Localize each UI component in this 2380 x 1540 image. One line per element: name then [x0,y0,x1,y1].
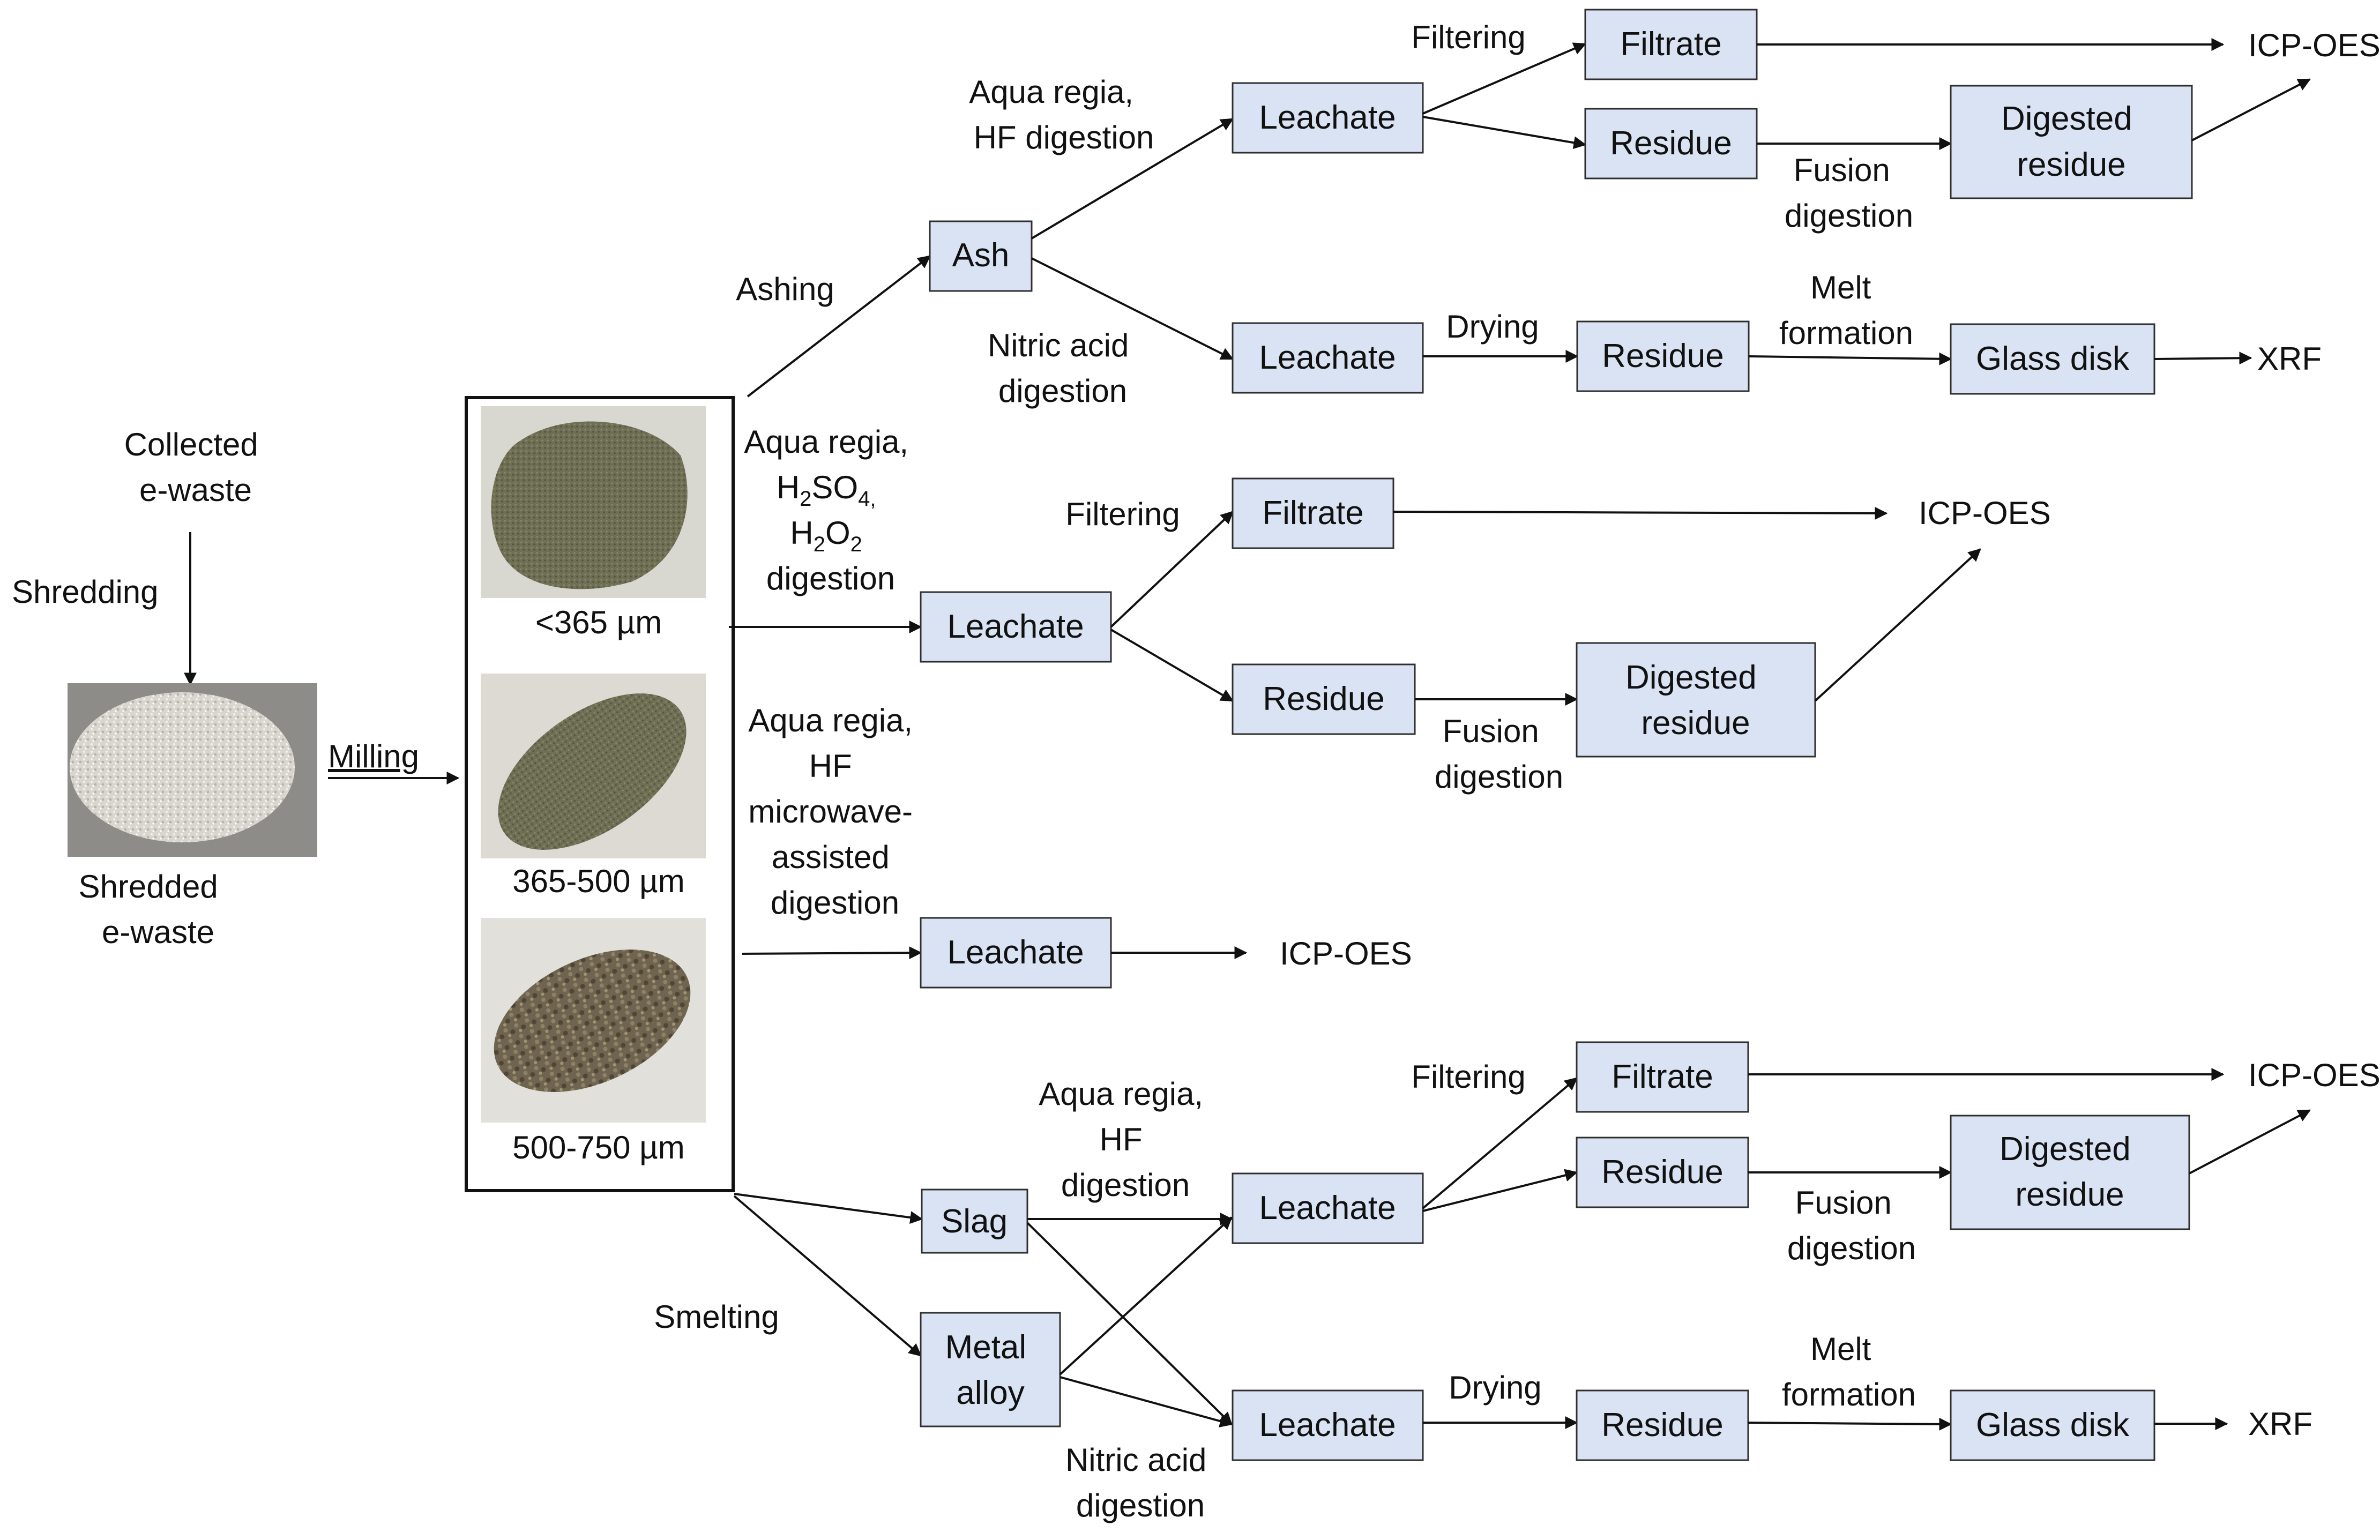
b1-aqua-hf-label: Aqua regia, HF digestion [969,74,1154,155]
b4-digested-box [1950,1115,2190,1230]
b2-leachate-label: Leachate [947,608,1084,645]
fraction-label-medium: 365-500 µm [512,863,684,899]
b1-residue-b-label: Residue [1602,338,1724,375]
collected-label: Collected e-waste [124,427,267,508]
b1-digested-to-icp [2191,78,2311,141]
b1-fusion-label: Fusion digestion [1785,152,1913,234]
ashing-label: Ashing [736,271,834,307]
b4-metal-to-leachate-a [1059,1216,1233,1375]
shredded-label: Shredded e-waste [79,869,227,950]
shredding-label: Shredding [12,574,159,610]
b4-drying-label: Drying [1449,1370,1541,1406]
b1-leachate-a-label: Leachate [1259,99,1396,136]
ashing-arrow [747,255,931,398]
b1-xrf-label: XRF [2257,341,2322,377]
b1-digested-label: Digested residue [2001,100,2142,183]
b1-ash-to-leachate-b [1031,257,1234,360]
b4-leachate-to-residue [1422,1169,1578,1212]
b4-filtering-label: Filtering [1411,1059,1525,1095]
b4-leachate-a-label: Leachate [1259,1190,1396,1227]
b1-residue-to-glass [1748,352,1952,365]
b2-digestion-label: Aqua regia, H2SO4, H2O2 digestion [744,424,917,596]
b1-filtrate-box [1584,9,1758,80]
milled-fractions-frame [465,396,735,1192]
b3-leachate-label: Leachate [947,934,1084,971]
b1-digested-box [1950,85,2193,199]
b4-slag-label: Slag [941,1203,1008,1240]
b4-aqua-hf-label: Aqua regia, HF digestion [1039,1076,1212,1203]
b1-glass-to-xrf [2154,352,2252,365]
b2-fusion-label: Fusion digestion [1435,713,1563,795]
b1-residue-b-box [1576,320,1750,392]
b4-fractions-to-metal [733,1195,922,1357]
b4-leachate-b-box [1232,1389,1424,1461]
b2-filtrate-box [1232,477,1394,549]
b1-leachate-to-residue [1422,116,1587,149]
shredded-ewaste-photo [68,683,317,857]
b2-digested-label: Digested residue [1625,659,1766,742]
b4-fusion-label: Fusion digestion [1787,1185,1916,1266]
b1-nitric-label: Nitric acid digestion [988,327,1138,409]
b4-digested-to-icp [2189,1109,2311,1175]
b4-glass-label: Glass disk [1976,1407,2130,1444]
b4-metal-box [920,1312,1061,1427]
fraction-label-coarse: 500-750 µm [512,1130,684,1165]
fraction-photo-medium [481,674,706,858]
b4-melt-label: Melt formation [1782,1331,1916,1412]
b2-digested-box [1576,642,1816,758]
b4-residue-b-label: Residue [1601,1407,1723,1444]
b4-leachate-b-label: Leachate [1259,1407,1396,1444]
b2-leachate-to-residue [1110,629,1234,702]
b4-metal-to-leachate-b [1060,1376,1233,1427]
fraction-label-fine: <365 µm [535,604,662,640]
b1-leachate-b-box [1232,322,1424,394]
b4-smelting-label: Smelting [654,1299,779,1335]
ash-box-label: Ash [952,237,1010,274]
b1-residue-a-label: Residue [1610,125,1732,162]
b1-icp-label: ICP-OES [2248,27,2380,63]
b4-slag-box [921,1188,1028,1254]
b2-filtering-label: Filtering [1065,496,1180,532]
b2-residue-box [1232,663,1416,735]
b4-icp-label: ICP-OES [2248,1057,2380,1093]
b4-leachate-to-filtrate [1422,1077,1578,1209]
b1-leachate-to-filtrate [1422,42,1587,115]
b3-digestion-label: Aqua regia, HF microwave- assisted diges… [748,702,922,921]
b1-glass-label: Glass disk [1976,340,2130,377]
b4-metal-label: Metal alloy [945,1329,1036,1411]
b4-filtrate-label: Filtrate [1611,1058,1713,1095]
b4-glass-box [1950,1389,2155,1461]
b3-icp-label: ICP-OES [1280,936,1412,971]
b4-digested-label: Digested residue [2000,1131,2140,1213]
b4-leachate-a-box [1232,1172,1424,1244]
b4-nitric-label: Nitric acid digestion [1065,1442,1215,1523]
b1-ash-to-leachate-a [1031,118,1234,240]
fraction-photo-fine [481,406,706,598]
b2-residue-label: Residue [1263,681,1384,717]
b1-filtrate-label: Filtrate [1620,26,1721,63]
b1-leachate-b-label: Leachate [1259,339,1396,376]
b4-residue-to-glass [1748,1417,1952,1431]
b2-filtrate-to-icp [1393,506,1888,520]
b4-filtrate-box [1576,1041,1749,1113]
ash-box [929,220,1033,292]
b1-drying-label: Drying [1446,309,1539,345]
b2-filtrate-label: Filtrate [1262,495,1363,532]
b4-residue-a-label: Residue [1601,1154,1723,1191]
b1-residue-a-box [1584,108,1758,180]
b4-residue-b-box [1576,1389,1749,1461]
milling-label: Milling [328,738,419,774]
fraction-photo-coarse [481,918,706,1123]
b2-digested-to-icp [1814,548,1981,702]
b1-melt-label: Melt formation [1779,270,1913,351]
b2-leachate-to-filtrate [1110,511,1234,628]
b4-slag-to-leachate-b [1026,1222,1233,1425]
b4-xrf-label: XRF [2248,1406,2312,1442]
b3-fractions-to-leachate [742,946,922,960]
b2-icp-label: ICP-OES [1919,495,2051,531]
b4-residue-a-box [1576,1137,1749,1208]
b4-fractions-to-slag [734,1193,923,1224]
b1-filtering-label: Filtering [1411,19,1525,55]
